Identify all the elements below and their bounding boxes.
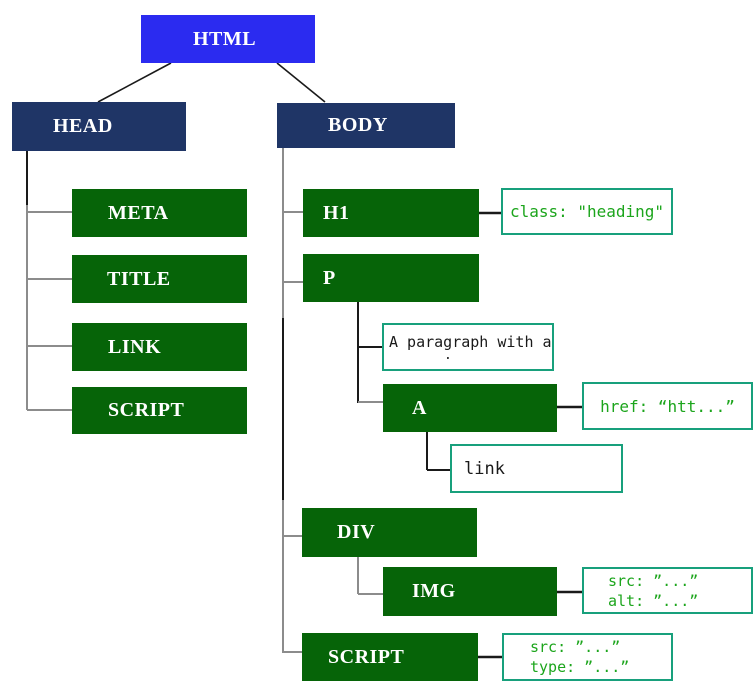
node-meta-label: META — [108, 201, 169, 224]
node-head-label: HEAD — [53, 115, 113, 137]
node-img: IMG — [383, 567, 557, 616]
annotation-img-attrs: src: ”...” alt: ”...” — [582, 567, 753, 614]
node-h1-label: H1 — [323, 201, 350, 224]
body-branch-lines — [282, 148, 304, 653]
node-a-label: A — [412, 396, 427, 419]
node-a: A — [383, 384, 557, 432]
annotation-a-href: href: “htt...” — [582, 382, 753, 430]
node-link-label: LINK — [108, 335, 162, 358]
head-branch-lines — [26, 151, 72, 411]
text-node-paragraph: A paragraph with a . — [382, 323, 554, 371]
img-src-attr: src: ”...” — [608, 571, 699, 590]
paragraph-text-continuation: . — [444, 348, 452, 363]
node-h1: H1 — [303, 189, 479, 237]
node-body: BODY — [277, 103, 455, 148]
div-branch-lines — [357, 557, 383, 595]
node-p: P — [303, 254, 479, 302]
link-text: link — [464, 458, 505, 479]
node-script-body-label: SCRIPT — [328, 645, 405, 668]
node-p-label: P — [323, 266, 336, 289]
text-node-link: link — [450, 444, 623, 493]
h1-class-attr: class: "heading" — [509, 202, 665, 221]
node-script-head-label: SCRIPT — [108, 399, 185, 421]
node-img-label: IMG — [412, 580, 456, 602]
annotation-connectors — [478, 211, 582, 659]
node-title-label: TITLE — [107, 267, 171, 290]
node-script-head: SCRIPT — [72, 387, 247, 434]
img-alt-attr: alt: ”...” — [608, 591, 699, 610]
annotation-script-attrs: src: ”...” type: ”...” — [502, 633, 673, 681]
node-html-label: HTML — [193, 27, 257, 50]
script-src-attr: src: ”...” — [530, 638, 621, 656]
node-script-body: SCRIPT — [302, 633, 478, 681]
node-meta: META — [72, 189, 247, 237]
node-head: HEAD — [12, 102, 186, 151]
node-div: DIV — [302, 508, 477, 557]
a-href-attr: href: “htt...” — [600, 396, 735, 416]
paragraph-text: A paragraph with a — [389, 333, 552, 351]
node-body-label: BODY — [328, 114, 388, 136]
p-branch-lines — [357, 302, 383, 403]
node-link: LINK — [72, 323, 247, 371]
node-title: TITLE — [72, 255, 247, 303]
html-branch-lines — [97, 62, 326, 103]
node-div-label: DIV — [337, 521, 376, 543]
a-branch-lines — [426, 432, 450, 471]
script-type-attr: type: ”...” — [530, 658, 630, 676]
annotation-h1-class: class: "heading" — [501, 188, 673, 235]
node-html: HTML — [141, 15, 315, 63]
